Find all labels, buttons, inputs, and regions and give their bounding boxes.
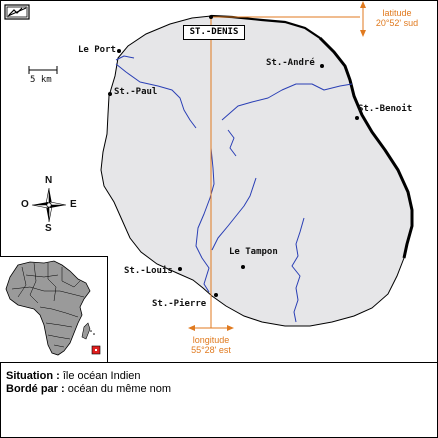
africa-locator-map — [5, 260, 101, 356]
town-label-le-port: Le Port — [78, 45, 116, 55]
longitude-arrow-right — [227, 325, 234, 331]
scale-bar — [28, 66, 58, 74]
river-remparts — [211, 177, 257, 251]
longitude-label-line2: 55°28' est — [191, 345, 231, 355]
marker-st-louis — [178, 267, 182, 271]
island-shape — [100, 15, 413, 327]
situation-line: Situation : île océan Indien — [6, 370, 141, 382]
town-label-st-paul: St.-Paul — [114, 87, 158, 97]
borders-line: Bordé par : océan du même nom — [6, 383, 171, 395]
latitude-label: latitude 20°52' sud — [372, 8, 422, 28]
marker-st-andre — [320, 64, 324, 68]
borders-label: Bordé par : — [6, 383, 65, 395]
river-st-paul — [115, 63, 197, 129]
town-label-st-andre: St.-André — [266, 58, 315, 68]
situation-value: île océan Indien — [62, 370, 141, 382]
longitude-arrow-left — [188, 325, 195, 331]
town-markers — [108, 15, 359, 297]
capital-label: ST.-DENIS — [183, 25, 245, 40]
town-label-st-louis: St.-Louis — [124, 266, 173, 276]
town-label-le-tampon: Le Tampon — [229, 247, 278, 257]
compass-rose-icon — [31, 187, 67, 223]
town-label-st-benoit: St.-Benoit — [358, 104, 413, 114]
marker-st-benoit — [355, 116, 359, 120]
marker-le-tampon — [241, 265, 245, 269]
longitude-label-line1: longitude — [192, 335, 230, 345]
map-toggle-button[interactable] — [4, 4, 30, 20]
marker-st-denis — [209, 15, 213, 19]
latitude-label-line1: latitude — [382, 8, 412, 18]
madagascar-shape — [81, 322, 91, 340]
rivers — [115, 55, 353, 323]
situation-label: Situation : — [6, 370, 60, 382]
locator-inset — [0, 256, 108, 363]
compass-east: E — [70, 199, 77, 210]
latitude-arrow-down — [360, 30, 366, 37]
compass-south: S — [45, 223, 52, 234]
info-panel: Situation : île océan Indien Bordé par :… — [0, 362, 438, 438]
river-st-etienne — [195, 147, 215, 293]
map-toggle-icon — [4, 4, 30, 20]
town-label-st-pierre: St.-Pierre — [152, 299, 207, 309]
east-coastline — [318, 36, 414, 259]
compass-north: N — [45, 175, 53, 186]
latitude-label-line2: 20°52' sud — [375, 18, 419, 28]
africa-borders — [11, 262, 85, 348]
marker-st-pierre — [214, 293, 218, 297]
compass-west: O — [21, 199, 29, 210]
river-est — [221, 83, 353, 121]
river-langevin — [291, 217, 305, 323]
river-mat — [227, 129, 237, 157]
marker-st-paul — [108, 92, 112, 96]
latitude-arrow-up — [360, 1, 366, 8]
longitude-label: longitude 55°28' est — [186, 335, 236, 355]
borders-value: océan du même nom — [67, 383, 172, 395]
river-galets — [115, 55, 135, 61]
scale-label: 5 km — [30, 75, 52, 85]
marker-le-port — [117, 49, 121, 53]
